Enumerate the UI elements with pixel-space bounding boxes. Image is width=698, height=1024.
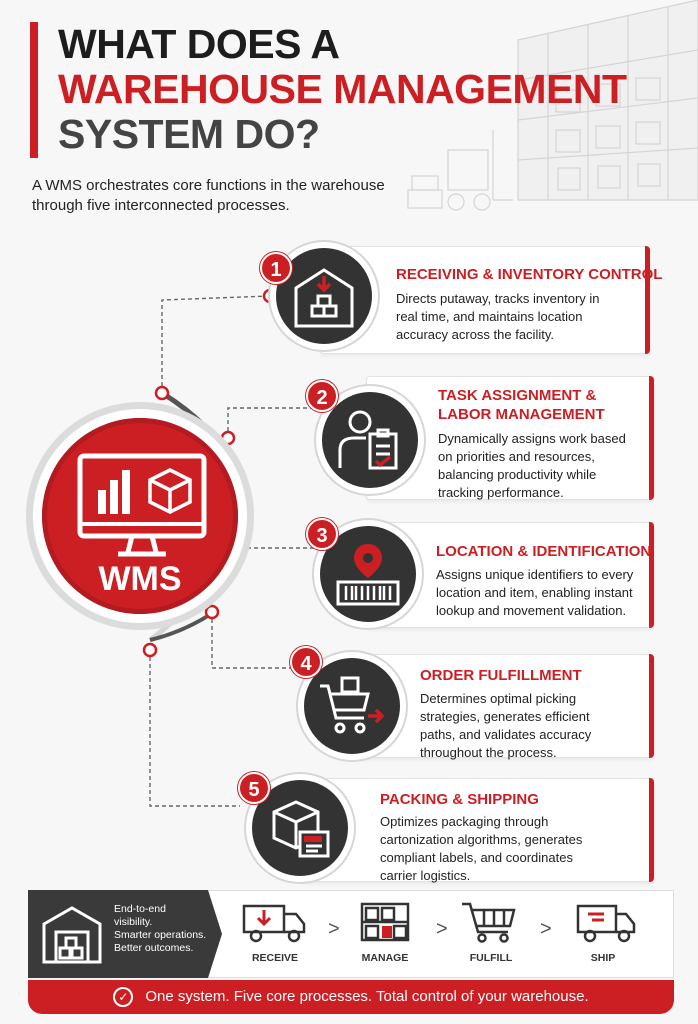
footer-text: One system. Five core processes. Total c… [145, 988, 589, 1005]
wms-label: WMS [98, 560, 182, 598]
chevron-right-icon: > [328, 918, 340, 940]
step-title-2: TASK ASSIGNMENT & LABOR MANAGEMENT [438, 386, 605, 424]
barcode-location-icon [336, 544, 400, 606]
step-desc-line: Optimizes packaging through [380, 814, 549, 829]
step-title-3: LOCATION & IDENTIFICATION [436, 543, 652, 560]
shipping-truck-icon [576, 904, 636, 943]
step-number-badge-2: 2 [306, 380, 338, 412]
worker-checklist-icon [338, 410, 398, 470]
footer-banner: ✓ One system. Five core processes. Total … [28, 980, 674, 1014]
step-desc-3: Assigns unique identifiers to every loca… [436, 566, 633, 620]
step-desc-1: Directs putaway, tracks inventory in rea… [396, 290, 600, 344]
page-title: WHAT DOES A WAREHOUSE MANAGEMENT SYSTEM … [58, 22, 627, 157]
flow-step-receive: RECEIVE [232, 900, 318, 964]
step-number-badge-1: 1 [260, 252, 292, 284]
intro-line-1: A WMS orchestrates core functions in the… [32, 177, 385, 194]
step-title-1: RECEIVING & INVENTORY CONTROL [396, 266, 663, 283]
warehouse-icon [42, 906, 102, 964]
shelving-boxes-icon [360, 902, 410, 942]
flow-step-ship: SHIP [560, 900, 646, 964]
step-desc-line: Assigns unique identifiers to every [436, 567, 634, 582]
step-desc-line: compliant labels, and coordinates [380, 850, 573, 865]
package-label-icon [272, 800, 330, 858]
step-desc-line: cartonization algorithms, generates [380, 832, 583, 847]
title-line-2: WAREHOUSE MANAGEMENT [58, 66, 627, 112]
flow-summary-line: Smarter operations. [114, 929, 207, 941]
intro-text: A WMS orchestrates core functions in the… [32, 176, 432, 216]
title-line-1: WHAT DOES A [58, 21, 340, 67]
step-desc-line: Dynamically assigns work based [438, 431, 626, 446]
flow-step-fulfill: FULFILL [448, 900, 534, 964]
step-desc-5: Optimizes packaging through cartonizatio… [380, 813, 582, 885]
step-desc-line: location and item, enabling instant [436, 585, 633, 600]
flow-step-manage: MANAGE [342, 900, 428, 964]
step-number-badge-4: 4 [290, 646, 322, 678]
step-desc-4: Determines optimal picking strategies, g… [420, 690, 591, 762]
step-desc-line: lookup and movement validation. [436, 603, 627, 618]
step-title-line: LABOR MANAGEMENT [438, 406, 605, 423]
title-accent-bar [30, 22, 38, 158]
step-desc-line: paths, and validates accuracy [420, 727, 592, 742]
step-desc-line: carrier logistics. [380, 868, 471, 883]
delivery-truck-icon [242, 904, 306, 943]
flow-summary-line: End-to-end [114, 903, 166, 915]
chevron-right-icon: > [540, 918, 552, 940]
warehouse-background-illustration [407, 0, 698, 211]
step-number-badge-3: 3 [306, 518, 338, 550]
step-desc-line: accuracy across the facility. [396, 327, 554, 342]
step-desc-line: throughout the process. [420, 745, 557, 760]
step-number-badge-5: 5 [238, 772, 270, 804]
step-card-2 [366, 376, 654, 500]
step-desc-line: tracking performance. [438, 485, 564, 500]
flow-step-label: RECEIVE [251, 952, 299, 964]
monitor-analytics-icon [77, 453, 207, 557]
shopping-cart-icon [462, 902, 516, 943]
step-title-5: PACKING & SHIPPING [380, 791, 539, 808]
check-circle-icon: ✓ [113, 987, 134, 1008]
flow-step-label: MANAGE [361, 952, 409, 964]
flow-summary-line: visibility. [114, 916, 153, 928]
step-card-5 [300, 778, 654, 882]
step-desc-line: Determines optimal picking [420, 691, 577, 706]
warehouse-receiving-icon [294, 268, 354, 328]
step-desc-2: Dynamically assigns work based on priori… [438, 430, 626, 502]
step-desc-line: on priorities and resources, [438, 449, 595, 464]
cart-icon [320, 676, 385, 734]
flow-summary-text: End-to-end visibility. Smarter operation… [114, 903, 210, 955]
step-desc-line: Directs putaway, tracks inventory in [396, 291, 600, 306]
step-desc-line: real time, and maintains location [396, 309, 583, 324]
chevron-right-icon: > [436, 918, 448, 940]
flow-step-label: FULFILL [469, 952, 513, 964]
intro-line-2: through five interconnected processes. [32, 197, 290, 214]
flow-step-label: SHIP [590, 952, 616, 964]
flow-summary-line: Better outcomes. [114, 942, 194, 954]
step-desc-line: strategies, generates efficient [420, 709, 590, 724]
step-title-4: ORDER FULFILLMENT [420, 667, 582, 684]
step-title-line: TASK ASSIGNMENT & [438, 387, 597, 404]
step-desc-line: balancing productivity while [438, 467, 597, 482]
title-line-3: SYSTEM DO? [58, 111, 320, 157]
